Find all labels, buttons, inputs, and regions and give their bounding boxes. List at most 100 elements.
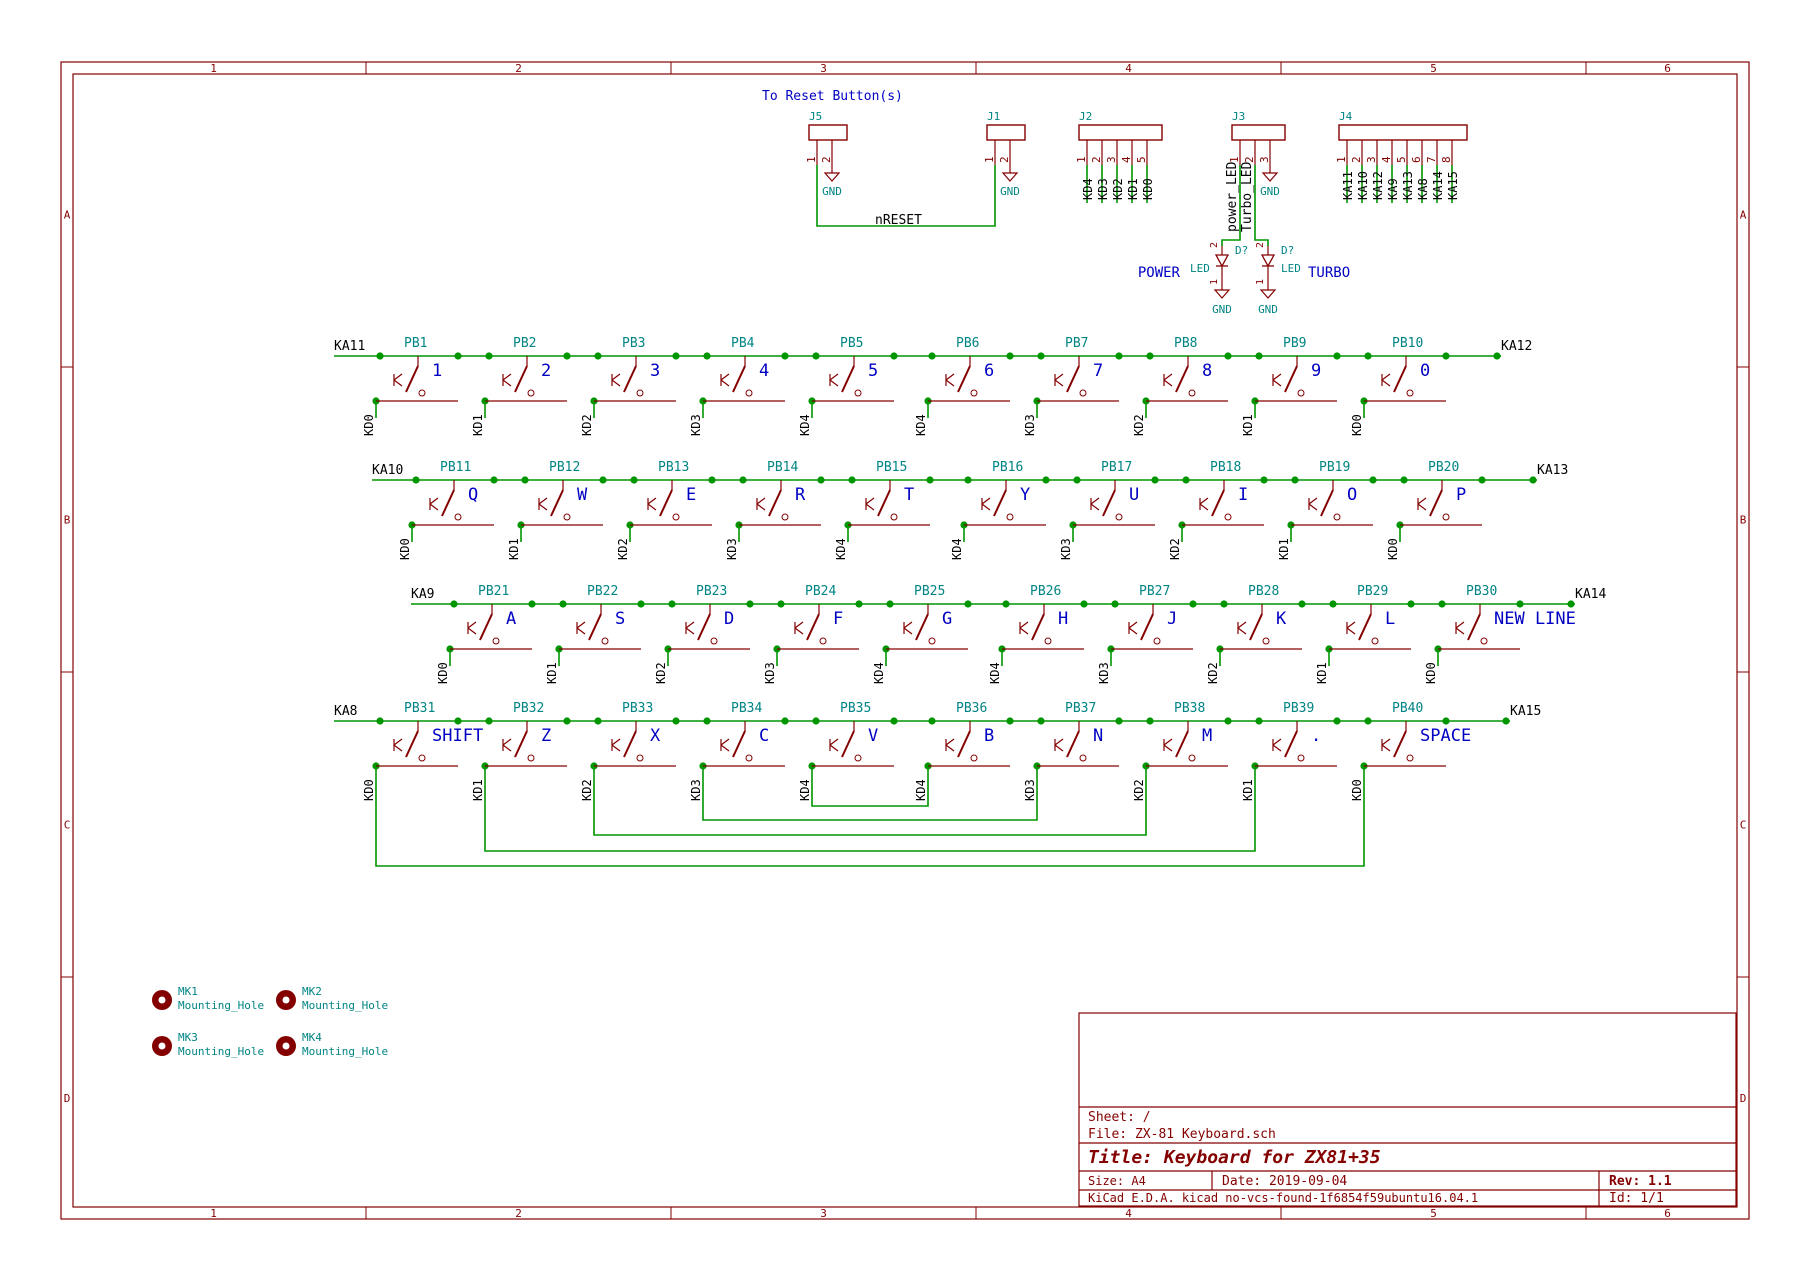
key-label: M: [1202, 726, 1212, 746]
junction-dot: [1364, 717, 1372, 725]
row-net-label: KA9: [411, 587, 434, 602]
switch-contact: [418, 389, 426, 397]
switch-icon: [1284, 730, 1298, 758]
key-ref: PB18: [1210, 460, 1241, 475]
row-net-label: KA10: [372, 463, 403, 478]
switch-contact: [1006, 513, 1014, 521]
switch-icon: [514, 730, 528, 758]
connector-body: [986, 124, 1026, 141]
switch-detail: [1163, 373, 1173, 387]
row-net-label: KA8: [334, 704, 357, 719]
key-ref: PB29: [1357, 584, 1388, 599]
pin-number: 4: [1120, 156, 1133, 163]
row-label: C: [1740, 819, 1747, 832]
pin-number: 2: [820, 156, 833, 163]
kd-label: KD2: [616, 538, 630, 560]
kd-label: KD1: [1241, 414, 1255, 436]
kd-label: KD4: [950, 538, 964, 560]
switch-detail: [945, 738, 955, 752]
key-ref: PB19: [1319, 460, 1350, 475]
row-label: A: [1740, 209, 1747, 222]
switch-detail: [502, 738, 512, 752]
key-ref: PB34: [731, 701, 762, 716]
kd-label: KD4: [914, 779, 928, 801]
kd-label: KD2: [1132, 414, 1146, 436]
junction-dot: [1146, 352, 1154, 360]
pin-number: 1: [1335, 156, 1348, 163]
key-label: E: [686, 485, 696, 505]
title-tool: KiCad E.D.A. kicad no-vcs-found-1f6854f5…: [1088, 1191, 1478, 1205]
key-ref: PB40: [1392, 701, 1423, 716]
kd-return-wire: [593, 783, 1147, 836]
key-label: 5: [868, 361, 878, 381]
title-block-border: [1078, 1012, 1737, 1207]
switch-icon: [588, 613, 602, 641]
switch-contact: [636, 389, 644, 397]
title-sheet: Sheet: /: [1088, 1110, 1151, 1125]
key-label: N: [1093, 726, 1103, 746]
junction-dot: [777, 600, 785, 608]
switch-contact: [1079, 389, 1087, 397]
key-ref: PB23: [696, 584, 727, 599]
switch-contact: [527, 389, 535, 397]
kd-label: KD3: [689, 414, 703, 436]
kd-label: KD2: [1206, 662, 1220, 684]
junction-dot: [668, 600, 676, 608]
junction-dot: [1400, 476, 1408, 484]
switch-icon: [915, 613, 929, 641]
switch-detail: [829, 373, 839, 387]
turbo-led-wire: [1254, 165, 1269, 246]
net-label: Turbo_LED: [1240, 161, 1255, 232]
key-ref: PB17: [1101, 460, 1132, 475]
key-label: W: [577, 485, 588, 505]
key-ref: PB1: [404, 336, 427, 351]
switch-contact: [672, 513, 680, 521]
kd-label: KD0: [436, 662, 450, 684]
switch-contact: [1188, 754, 1196, 762]
switch-contact: [854, 389, 862, 397]
key-label: 0: [1420, 361, 1430, 381]
key-label: X: [650, 726, 661, 746]
key-label: NEW LINE: [1494, 609, 1576, 629]
switch-contact: [1406, 389, 1414, 397]
junction-dot: [1329, 600, 1337, 608]
switch-detail: [1308, 497, 1318, 511]
key-label: SHIFT: [432, 726, 483, 746]
junction-dot: [559, 600, 567, 608]
key-ref: PB3: [622, 336, 645, 351]
mounting-hole-ref: MK3: [178, 1031, 198, 1044]
switch-detail: [865, 497, 875, 511]
row-net-label: KA15: [1510, 704, 1541, 719]
switch-detail: [611, 738, 621, 752]
connector-body: [1338, 124, 1468, 141]
switch-contact: [1079, 754, 1087, 762]
kd-label: KD4: [798, 779, 812, 801]
switch-contact: [1442, 513, 1450, 521]
pin-number: 2: [1350, 156, 1363, 163]
pin-number: 7: [1425, 156, 1438, 163]
pin-number: 2: [1209, 242, 1220, 248]
junction-dot: [594, 717, 602, 725]
junction-dot: [485, 352, 493, 360]
kd-label: KD3: [1059, 538, 1073, 560]
key-label: 9: [1311, 361, 1321, 381]
junction-dot: [1220, 600, 1228, 608]
switch-icon: [623, 730, 637, 758]
gnd-icon: [1261, 172, 1279, 182]
switch-detail: [1054, 373, 1064, 387]
junction-dot: [812, 717, 820, 725]
kd-label: KD4: [914, 414, 928, 436]
switch-detail: [611, 373, 621, 387]
key-label: .: [1311, 726, 1321, 746]
row-net-label: KA14: [1575, 587, 1606, 602]
switch-icon: [1393, 730, 1407, 758]
connector-ref: J4: [1339, 110, 1353, 123]
mounting-hole-value: Mounting_Hole: [178, 1045, 264, 1058]
junction-dot: [812, 352, 820, 360]
junction-dot: [1037, 352, 1045, 360]
switch-detail: [502, 373, 512, 387]
kd-label: KD2: [1168, 538, 1182, 560]
key-ref: PB12: [549, 460, 580, 475]
mounting-hole-center: [158, 1042, 166, 1050]
